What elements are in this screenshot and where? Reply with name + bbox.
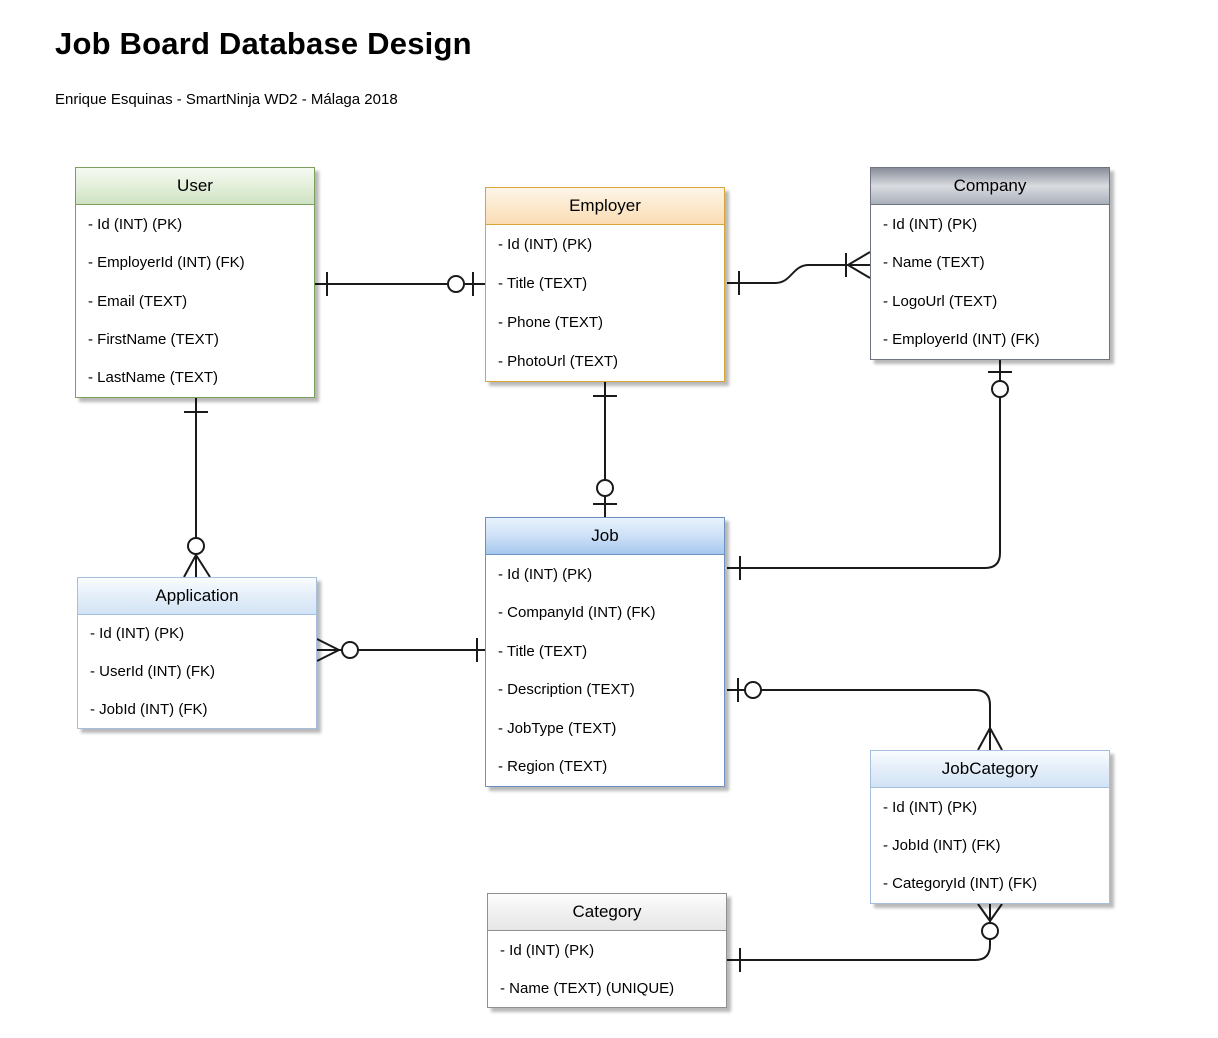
field-row: - Id (INT) (PK) <box>883 215 978 233</box>
field-row: - PhotoUrl (TEXT) <box>498 353 619 370</box>
zero-circle <box>341 641 359 659</box>
zero-circle <box>981 922 999 940</box>
entity-company-title: Company <box>871 168 1109 205</box>
field-row: - EmployerId (INT) (FK) <box>88 254 245 272</box>
entity-application-fields: - Id (INT) (PK) - UserId (INT) (FK) - Jo… <box>78 615 316 728</box>
page-title: Job Board Database Design <box>55 26 472 61</box>
field-row: - FirstName (TEXT) <box>88 330 219 348</box>
relationship-user-application <box>183 398 211 578</box>
entity-company: Company - Id (INT) (PK) - Name (TEXT) - … <box>870 167 1110 360</box>
field-row: - CategoryId (INT) (FK) <box>883 875 1038 893</box>
zero-circle <box>447 275 465 293</box>
relationship-employer-job <box>593 382 617 517</box>
field-row: - Id (INT) (PK) <box>90 625 185 643</box>
field-row: - Id (INT) (PK) <box>883 798 978 816</box>
entity-application: Application - Id (INT) (PK) - UserId (IN… <box>77 577 317 729</box>
relationship-category-jobcategory <box>727 903 1003 972</box>
entity-application-title: Application <box>78 578 316 615</box>
entity-jobcategory-fields: - Id (INT) (PK) - JobId (INT) (FK) - Cat… <box>871 788 1109 903</box>
relationship-application-job <box>316 638 485 662</box>
entity-job: Job - Id (INT) (PK) - CompanyId (INT) (F… <box>485 517 725 787</box>
entity-employer-fields: - Id (INT) (PK) - Title (TEXT) - Phone (… <box>486 225 724 381</box>
field-row: - Email (TEXT) <box>88 292 188 310</box>
relationship-employer-company <box>727 251 871 295</box>
many-crowfoot <box>977 903 1003 922</box>
zero-circle <box>596 479 614 497</box>
zero-circle <box>744 681 762 699</box>
field-row: - Id (INT) (PK) <box>88 215 183 233</box>
field-row: - Id (INT) (PK) <box>498 236 593 253</box>
entity-category-fields: - Id (INT) (PK) - Name (TEXT) (UNIQUE) <box>488 931 726 1007</box>
page-subtitle: Enrique Esquinas - SmartNinja WD2 - Mála… <box>55 91 398 108</box>
field-row: - LogoUrl (TEXT) <box>883 292 998 310</box>
field-row: - LastName (TEXT) <box>88 369 219 387</box>
field-row: - Title (TEXT) <box>498 275 588 292</box>
many-crowfoot <box>847 251 871 279</box>
field-row: - Id (INT) (PK) <box>500 941 595 959</box>
entity-company-fields: - Id (INT) (PK) - Name (TEXT) - LogoUrl … <box>871 205 1109 359</box>
entity-user: User - Id (INT) (PK) - EmployerId (INT) … <box>75 167 315 398</box>
field-row: - Region (TEXT) <box>498 758 608 776</box>
many-crowfoot <box>316 638 340 662</box>
field-row: - UserId (INT) (FK) <box>90 663 215 680</box>
entity-category: Category - Id (INT) (PK) - Name (TEXT) (… <box>487 893 727 1008</box>
field-row: - Id (INT) (PK) <box>498 565 593 583</box>
relationship-company-job <box>727 360 1012 580</box>
entity-category-title: Category <box>488 894 726 931</box>
field-row: - Phone (TEXT) <box>498 314 604 331</box>
many-crowfoot <box>977 727 1003 751</box>
field-row: - JobType (TEXT) <box>498 719 617 737</box>
field-row: - Title (TEXT) <box>498 642 588 660</box>
entity-employer-title: Employer <box>486 188 724 225</box>
field-row: - CompanyId (INT) (FK) <box>498 604 656 622</box>
entity-job-title: Job <box>486 518 724 555</box>
field-row: - JobId (INT) (FK) <box>883 836 1001 854</box>
field-row: - EmployerId (INT) (FK) <box>883 331 1040 349</box>
field-row: - Description (TEXT) <box>498 681 635 699</box>
zero-circle <box>991 380 1009 398</box>
relationship-user-employer <box>315 272 485 296</box>
field-row: - JobId (INT) (FK) <box>90 700 208 718</box>
relationship-job-jobcategory <box>727 678 1003 751</box>
entity-employer: Employer - Id (INT) (PK) - Title (TEXT) … <box>485 187 725 382</box>
many-crowfoot <box>183 554 211 578</box>
entity-jobcategory-title: JobCategory <box>871 751 1109 788</box>
entity-user-title: User <box>76 168 314 205</box>
field-row: - Name (TEXT) <box>883 254 985 272</box>
field-row: - Name (TEXT) (UNIQUE) <box>500 979 675 997</box>
entity-job-fields: - Id (INT) (PK) - CompanyId (INT) (FK) -… <box>486 555 724 786</box>
zero-circle <box>187 537 205 555</box>
entity-user-fields: - Id (INT) (PK) - EmployerId (INT) (FK) … <box>76 205 314 397</box>
entity-jobcategory: JobCategory - Id (INT) (PK) - JobId (INT… <box>870 750 1110 904</box>
